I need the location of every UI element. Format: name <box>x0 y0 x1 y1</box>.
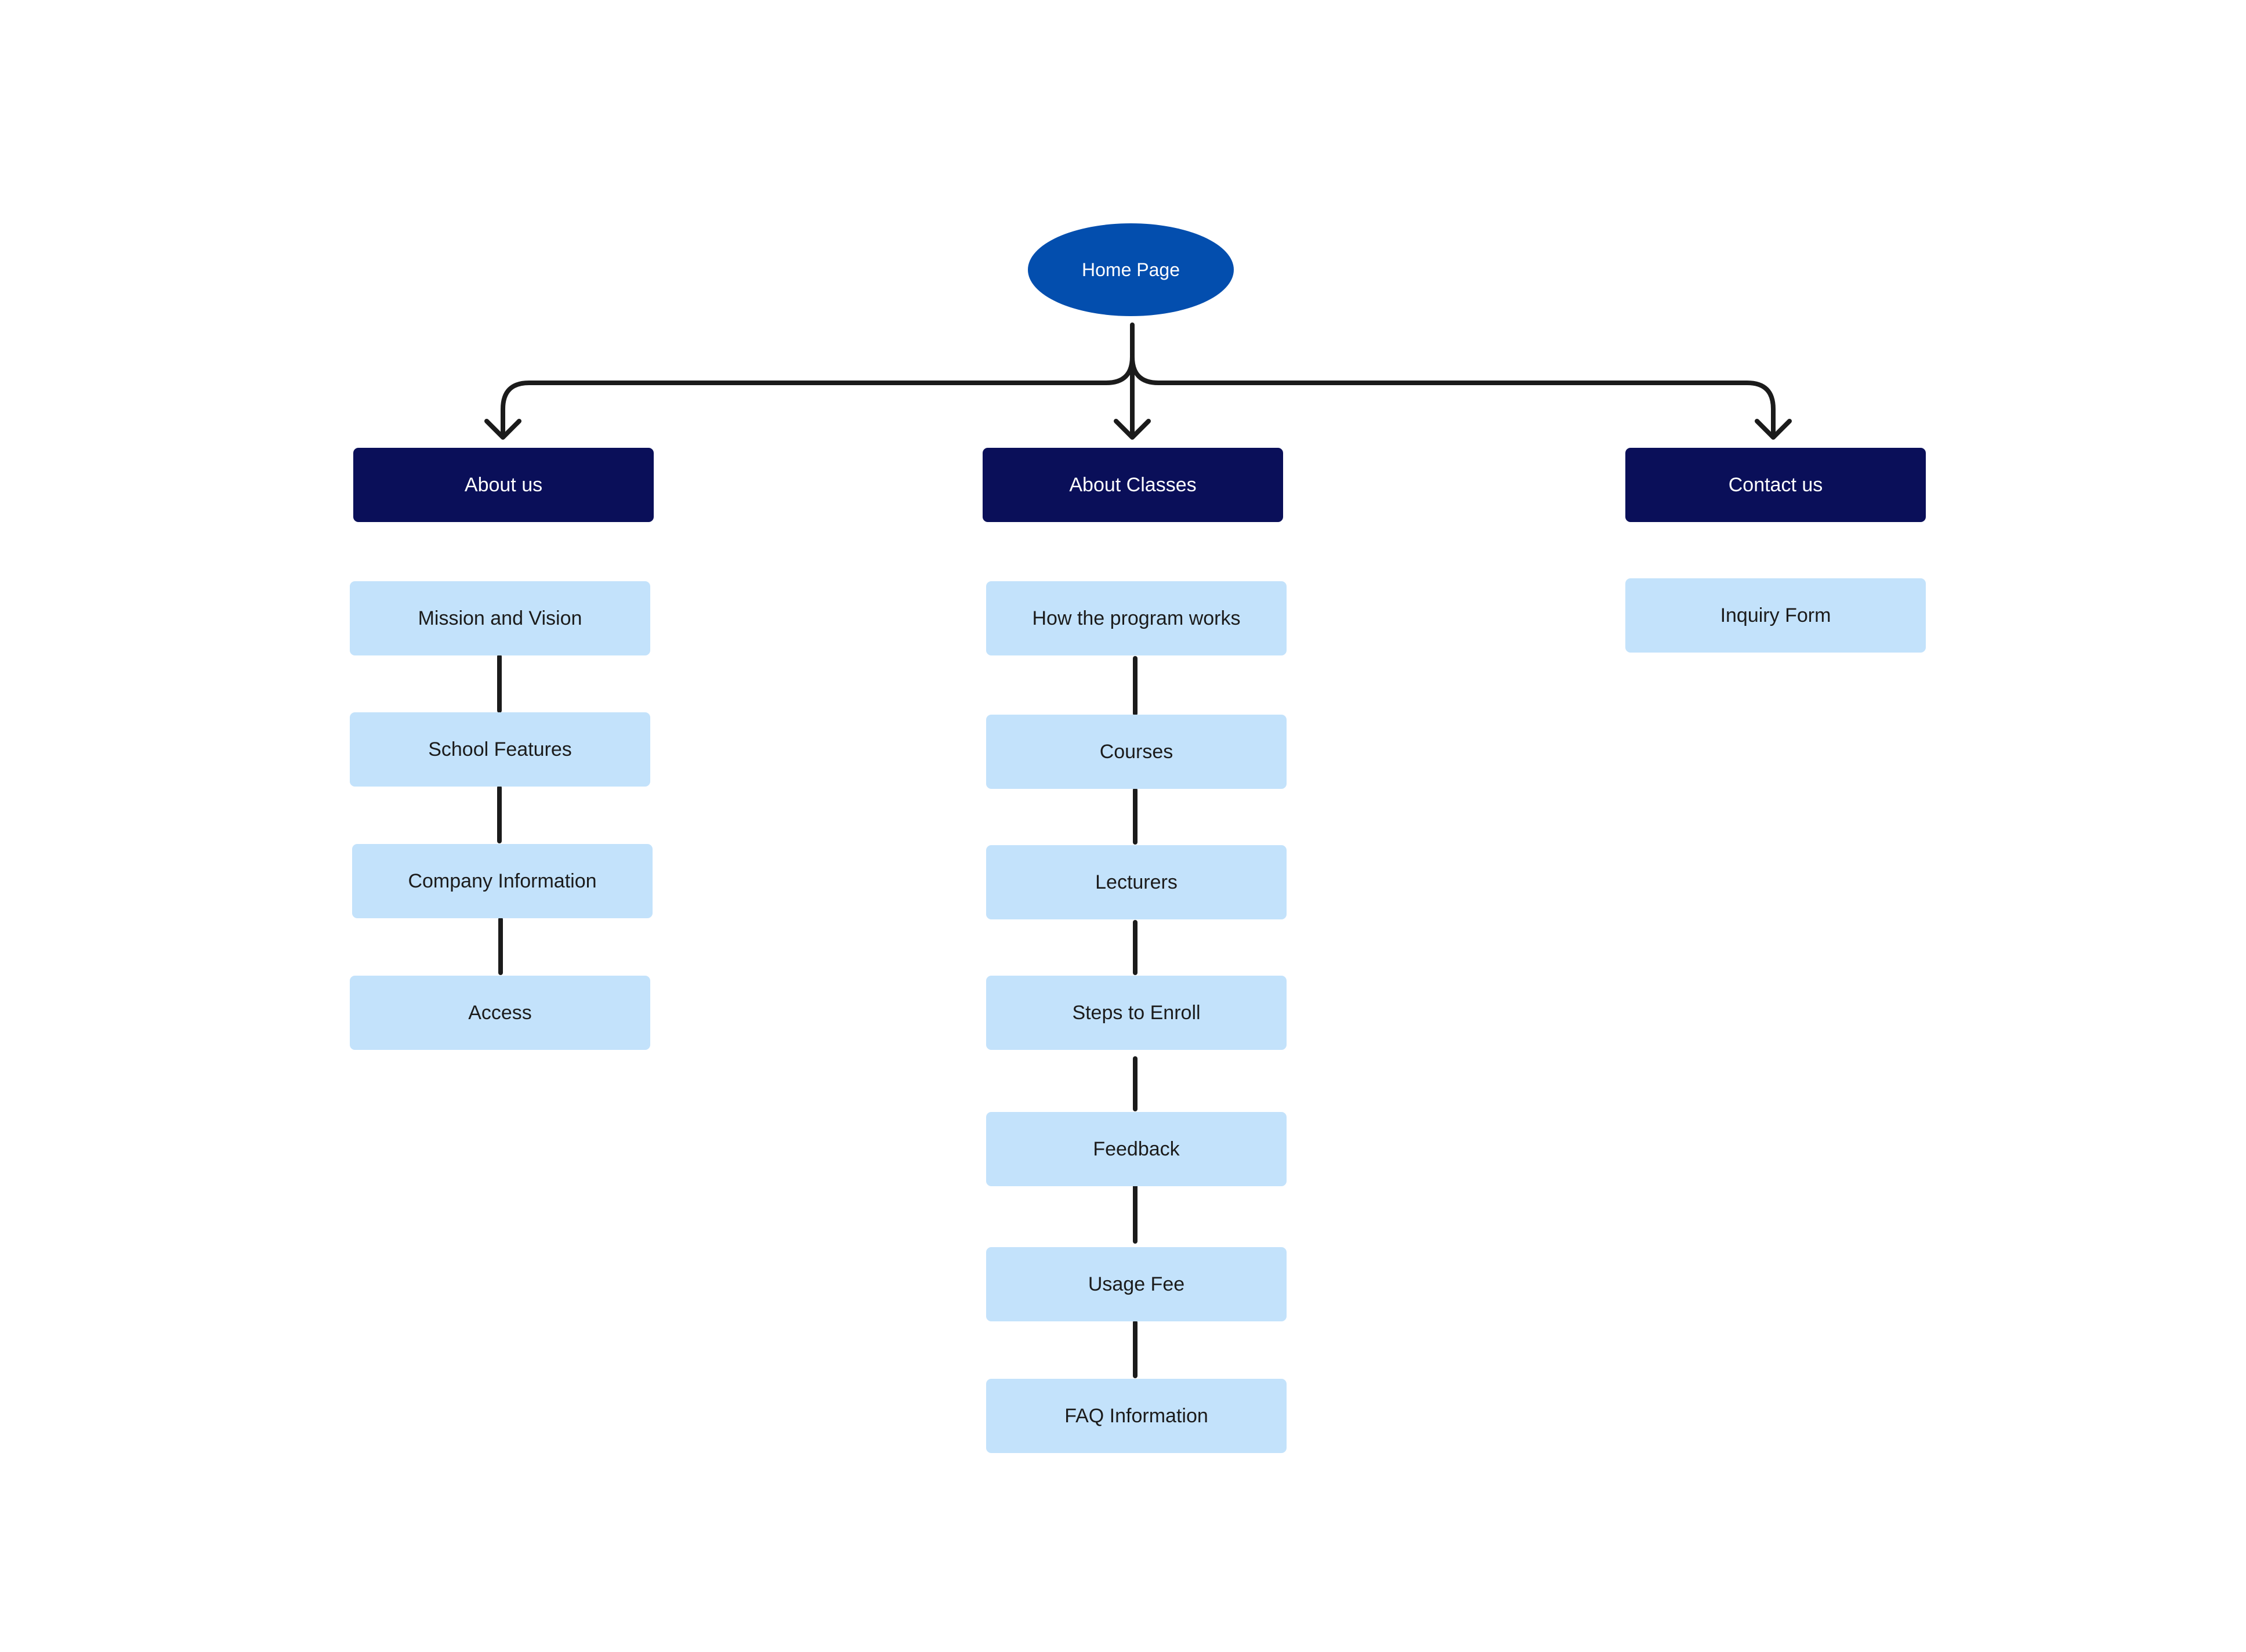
page-node-usage-fee: Usage Fee <box>986 1247 1287 1321</box>
branch-connector-about-us <box>501 323 1135 439</box>
branch-connector-contact-us <box>1130 354 1776 439</box>
page-node-lecturers: Lecturers <box>986 845 1287 919</box>
page-label: Lecturers <box>1095 871 1178 893</box>
page-label: FAQ Information <box>1064 1404 1208 1427</box>
page-label: Inquiry Form <box>1720 604 1831 626</box>
page-node-access: Access <box>350 976 650 1050</box>
page-label: School Features <box>428 738 572 760</box>
arrowhead-contact-us <box>1755 419 1792 440</box>
page-node-steps-to-enroll: Steps to Enroll <box>986 976 1287 1050</box>
page-label: Company Information <box>408 870 597 892</box>
page-node-inquiry-form: Inquiry Form <box>1625 578 1926 653</box>
page-node-mission-and-vision: Mission and Vision <box>350 581 650 655</box>
section-about-classes: About Classes <box>983 448 1283 522</box>
page-node-courses: Courses <box>986 715 1287 789</box>
section-label: About Classes <box>1069 473 1197 496</box>
page-node-feedback: Feedback <box>986 1112 1287 1186</box>
page-label: Mission and Vision <box>418 607 582 629</box>
home-page-label: Home Page <box>1082 259 1180 280</box>
page-node-school-features: School Features <box>350 712 650 787</box>
page-label: Access <box>468 1001 532 1024</box>
section-label: Contact us <box>1728 473 1823 496</box>
arrowhead-about-us <box>484 419 521 440</box>
page-label: Feedback <box>1093 1137 1180 1160</box>
section-label: About us <box>464 473 543 496</box>
section-about-us: About us <box>353 448 654 522</box>
page-node-how-the-program-works: How the program works <box>986 581 1287 655</box>
home-page-node: Home Page <box>1028 223 1234 316</box>
page-label: Courses <box>1099 740 1173 763</box>
page-label: Usage Fee <box>1088 1273 1185 1295</box>
section-contact-us: Contact us <box>1625 448 1926 522</box>
page-label: How the program works <box>1032 607 1241 629</box>
page-label: Steps to Enroll <box>1072 1001 1201 1024</box>
page-node-company-information: Company Information <box>352 844 653 918</box>
page-node-faq-information: FAQ Information <box>986 1379 1287 1453</box>
arrowhead-about-classes <box>1114 419 1151 440</box>
